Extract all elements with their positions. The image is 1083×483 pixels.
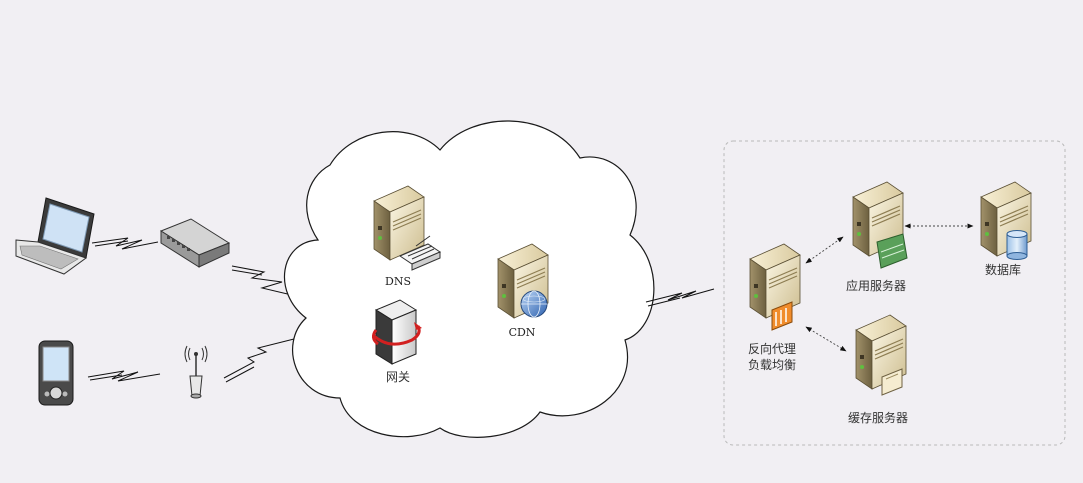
pda-icon [38, 340, 74, 406]
reverse-proxy-label-line2: 负载均衡 [748, 358, 796, 372]
connector-proxy-cache [805, 326, 847, 352]
reverse-proxy-label-line1: 反向代理 [748, 341, 796, 356]
connector-proxy-app [805, 236, 844, 264]
wireless-link-cloud-datacenter [645, 288, 715, 307]
dns-label: DNS [385, 275, 411, 288]
wireless-link-antenna-cloud [223, 337, 299, 383]
gateway-icon [371, 299, 422, 365]
cache-server-label: 缓存服务器 [848, 410, 908, 425]
gateway-label: 网关 [386, 370, 410, 384]
app-server-icon [852, 181, 908, 269]
switch-icon [159, 218, 231, 268]
dns-server-icon [373, 185, 442, 271]
wireless-link-laptop-switch [91, 237, 159, 250]
cdn-server-icon [497, 243, 549, 319]
internet-cloud [283, 120, 655, 438]
laptop-icon [15, 197, 95, 275]
wireless-access-point-icon [184, 345, 208, 399]
reverse-proxy-server-icon [749, 243, 801, 331]
database-label: 数据库 [985, 262, 1021, 277]
cache-server-icon [855, 314, 907, 396]
wireless-link-pda-antenna [87, 370, 161, 382]
server-cluster-boundary [723, 140, 1066, 446]
wireless-link-switch-cloud [231, 265, 297, 297]
cdn-label: CDN [509, 326, 536, 339]
database-server-icon [980, 181, 1032, 260]
app-server-label: 应用服务器 [846, 278, 906, 293]
